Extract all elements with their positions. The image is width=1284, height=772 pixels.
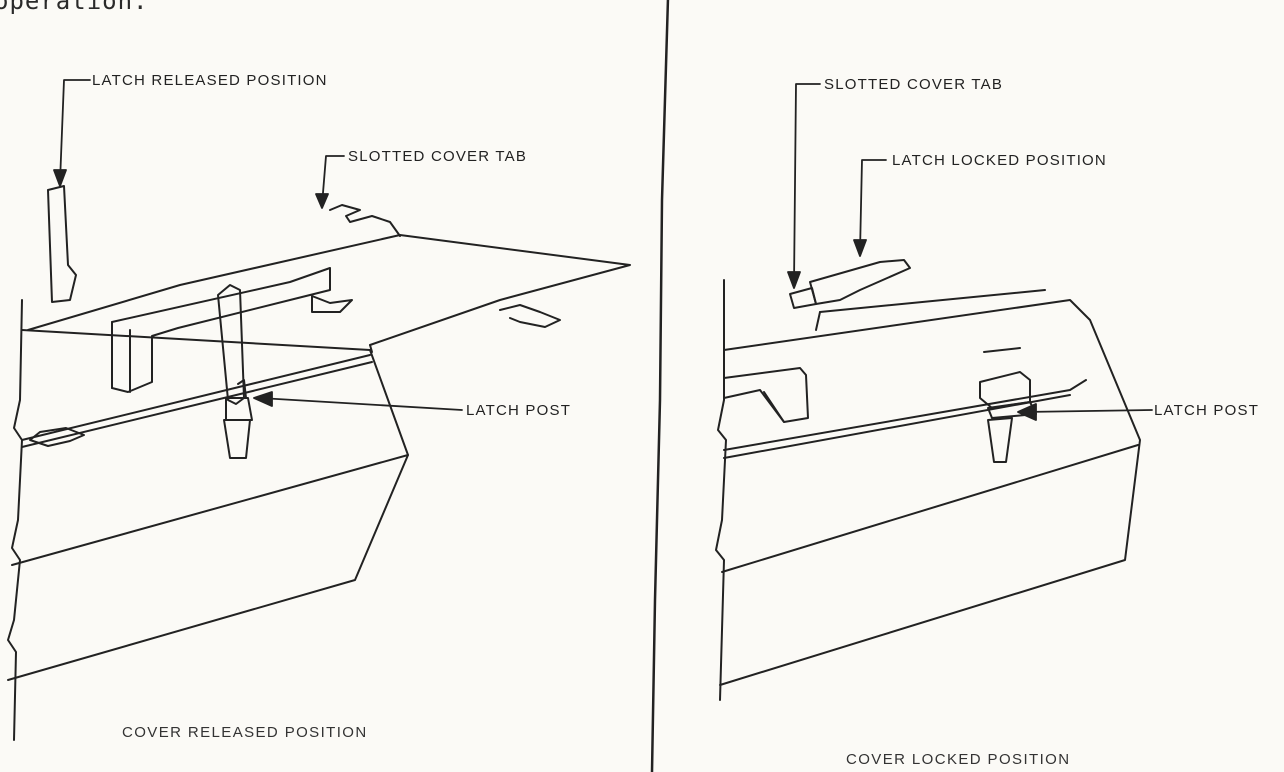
- left-released-latch: [47, 185, 77, 303]
- caption-cover-released-position: COVER RELEASED POSITION: [122, 724, 368, 741]
- right-break-line: [715, 279, 727, 701]
- label-right-slotted-cover-tab: SLOTTED COVER TAB: [824, 76, 1004, 93]
- right-locked-latch: [809, 259, 911, 305]
- left-cover-plate: [27, 234, 631, 346]
- left-break-line: [7, 299, 23, 741]
- right-bracket: [723, 367, 809, 423]
- label-right-latch-post: LATCH POST: [1154, 402, 1260, 419]
- right-latch-post-shape: [987, 417, 1013, 463]
- label-left-slotted-cover-tab: SLOTTED COVER TAB: [348, 148, 528, 165]
- right-cabinet-box: [719, 299, 1141, 686]
- label-latch-released-position: LATCH RELEASED POSITION: [92, 72, 328, 89]
- page-top-text: operation.: [0, 0, 149, 15]
- left-bracket: [111, 267, 331, 393]
- panel-divider: [650, 0, 670, 772]
- left-slotted-tab-lower: [29, 427, 85, 447]
- left-slotted-tab-top: [329, 204, 401, 237]
- left-panel-drawing: [7, 185, 631, 741]
- left-slotted-tab-right: [499, 304, 561, 328]
- label-left-latch-post: LATCH POST: [466, 402, 572, 419]
- caption-cover-locked-position: COVER LOCKED POSITION: [846, 751, 1071, 768]
- right-panel-drawing: [715, 259, 1141, 701]
- label-latch-locked-position: LATCH LOCKED POSITION: [892, 152, 1107, 169]
- left-cabinet-box: [7, 329, 409, 681]
- left-latch-post-shape: [223, 419, 251, 459]
- leader-lines: [53, 79, 1153, 421]
